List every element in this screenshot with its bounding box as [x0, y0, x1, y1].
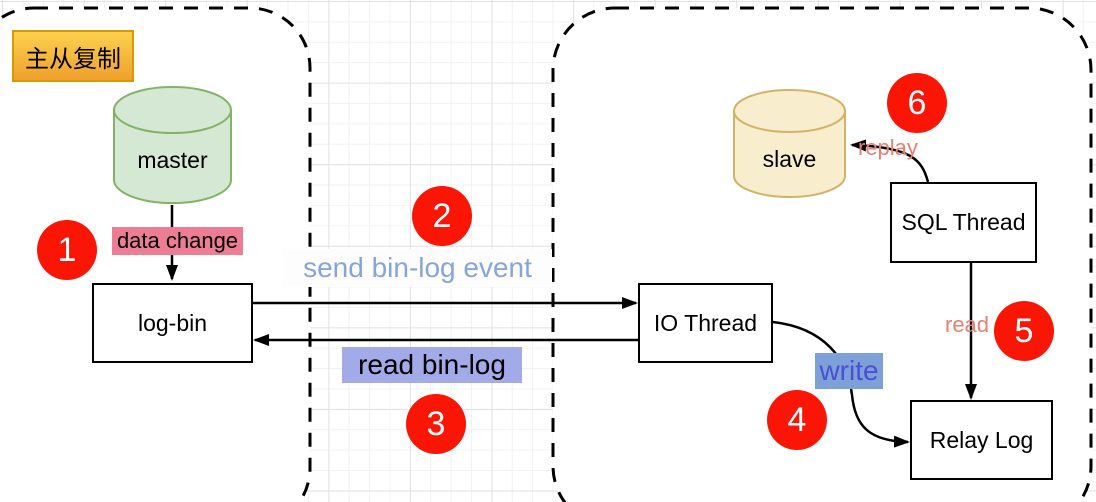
database-cylinder-icon [733, 89, 846, 198]
step-circle-6: 6 [887, 73, 947, 133]
replay-label: replay [858, 135, 918, 160]
step-circle-3: 3 [406, 394, 466, 454]
send-binlog-event-label: send bin-log event [283, 249, 552, 287]
read-binlog-label: read bin-log [342, 347, 522, 383]
relay-log-node: Relay Log [910, 400, 1053, 480]
io-thread-node: IO Thread [638, 283, 773, 363]
step-number: 1 [57, 230, 77, 269]
io-thread-label: IO Thread [653, 309, 758, 336]
step-number: 5 [1014, 311, 1034, 350]
write-label: write [815, 353, 883, 389]
diagram-title-text: 主从复制 [25, 45, 121, 73]
arrow-write [772, 320, 910, 448]
master-db-cylinder: master [112, 85, 233, 205]
log-bin-node: log-bin [92, 283, 253, 363]
read-label: read [945, 312, 990, 337]
master-label: master [137, 147, 208, 173]
step-number: 2 [432, 196, 452, 235]
step-circle-2: 2 [412, 186, 472, 246]
relay-log-label: Relay Log [929, 426, 1034, 453]
arrow-replay [850, 139, 930, 183]
step-number: 4 [787, 400, 807, 439]
diagram-title-badge: 主从复制 [12, 30, 134, 82]
step-number: 3 [426, 404, 446, 443]
step-circle-1: 1 [37, 220, 97, 280]
slave-db-cylinder: slave [732, 88, 847, 200]
slave-group-container [551, 6, 1093, 502]
step-circle-5: 5 [994, 301, 1054, 361]
data-change-label: data change [112, 227, 243, 255]
slave-label: slave [762, 146, 817, 172]
step-number: 6 [907, 83, 927, 122]
database-cylinder-icon [113, 86, 232, 204]
sql-thread-label: SQL Thread [901, 209, 1026, 235]
sql-thread-node: SQL Thread [890, 182, 1037, 263]
log-bin-label: log-bin [137, 309, 208, 336]
step-circle-4: 4 [767, 390, 827, 450]
